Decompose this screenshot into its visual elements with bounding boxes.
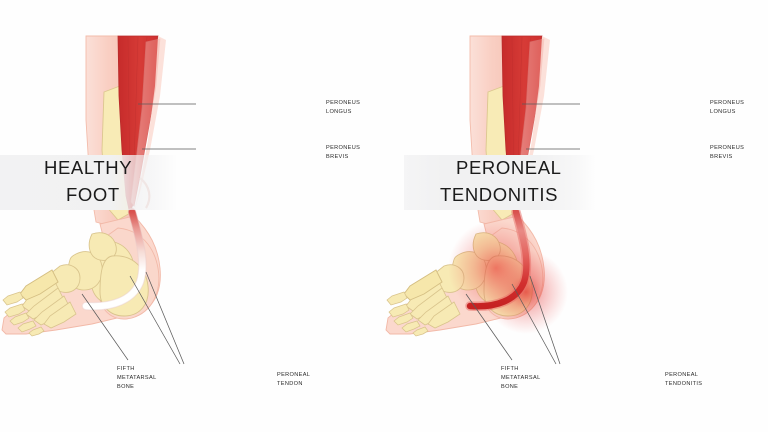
callout-line: PERONEUS xyxy=(710,145,745,151)
callout-line: LONGUS xyxy=(326,109,352,116)
phalanx-bones xyxy=(386,291,429,337)
callout-peroneal-tendonitis: PERONEAL TENDONITIS xyxy=(665,371,702,389)
callout-line: TENDONITIS xyxy=(665,381,703,388)
leader-fifth-metatarsal xyxy=(465,293,513,361)
leader-lines xyxy=(81,103,196,365)
callout-line: PERONEUS xyxy=(326,100,361,106)
callout-peroneus-brevis-healthy: PERONEUS BREVIS xyxy=(326,144,360,162)
callout-line: BREVIS xyxy=(326,154,349,161)
tendonitis-foot-figure xyxy=(385,35,580,365)
peroneal-tendon-inflamed xyxy=(466,208,530,310)
leader-peroneal-tendon-a xyxy=(129,275,181,365)
callout-peroneus-longus-healthy: PERONEUS LONGUS xyxy=(326,99,360,117)
callout-line: METATARSAL xyxy=(501,375,541,382)
leader-tendonitis-b xyxy=(529,275,561,365)
panel-title-line-1: HEALTHY xyxy=(44,157,133,179)
leader-lines xyxy=(465,103,580,365)
callout-line: TENDON xyxy=(277,381,303,388)
callout-line: PERONEUS xyxy=(710,100,745,106)
calf-skin-edge xyxy=(134,36,166,212)
peroneal-tendon-core xyxy=(82,208,146,310)
panel-healthy-foot: HEALTHY FOOT xyxy=(0,35,196,365)
fifth-metatarsal-bone xyxy=(403,269,443,301)
panel-title-healthy: HEALTHY FOOT xyxy=(0,155,178,210)
callout-line: BONE xyxy=(501,384,519,391)
panel-title-line-2: FOOT xyxy=(66,183,120,205)
callout-line: FIFTH xyxy=(117,366,135,372)
callout-line: PERONEAL xyxy=(277,372,311,378)
callout-line: PERONEAL xyxy=(665,372,699,378)
calf-skin-edge xyxy=(518,36,550,212)
callout-fifth-metatarsal-tendonitis: FIFTH METATARSAL BONE xyxy=(501,365,541,392)
callout-fifth-metatarsal-healthy: FIFTH METATARSAL BONE xyxy=(117,365,157,392)
inflammation-glow-tendon xyxy=(484,250,568,334)
leader-tendonitis-a xyxy=(511,283,557,365)
callout-line: LONGUS xyxy=(710,109,736,116)
callout-line: BREVIS xyxy=(710,154,733,161)
callout-line: PERONEUS xyxy=(326,145,361,151)
healthy-foot-figure xyxy=(1,35,196,365)
callout-line: BONE xyxy=(117,384,135,391)
phalanx-bones xyxy=(2,291,45,337)
panel-peroneal-tendonitis: PERONEAL TENDONITIS xyxy=(384,0,768,432)
panel-title-tendonitis: PERONEAL TENDONITIS xyxy=(404,155,596,210)
callout-peroneal-tendon-healthy: PERONEAL TENDON xyxy=(277,371,310,389)
fifth-metatarsal-bone xyxy=(19,269,59,301)
leader-fifth-metatarsal xyxy=(81,293,129,361)
callout-peroneus-longus-tendonitis: PERONEUS LONGUS xyxy=(710,99,744,117)
callout-line: FIFTH xyxy=(501,366,519,372)
panel-title-line-2: TENDONITIS xyxy=(440,183,559,205)
leader-peroneal-tendon-b xyxy=(145,271,185,365)
callout-line: METATARSAL xyxy=(117,375,157,382)
callout-peroneus-brevis-tendonitis: PERONEUS BREVIS xyxy=(710,144,744,162)
panel-title-line-1: PERONEAL xyxy=(456,157,562,179)
